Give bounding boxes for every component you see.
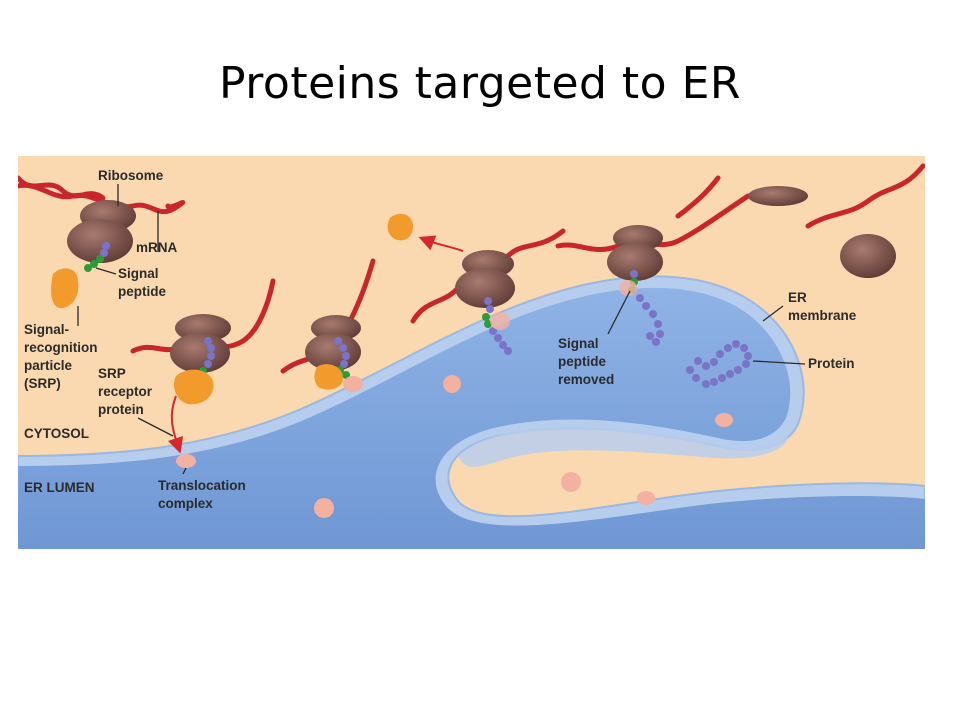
srp-receptor-icon (173, 369, 214, 405)
label-signal-removed-1: Signal (558, 336, 599, 351)
ribosome-icon-3 (305, 315, 363, 392)
polypeptide-chain-1 (84, 242, 110, 272)
ribosome-icon-4 (455, 250, 515, 355)
label-ribosome: Ribosome (98, 168, 164, 183)
label-signal-peptide-2: peptide (118, 284, 166, 299)
er-targeting-diagram: Ribosome mRNA Signal peptide Signal- rec… (18, 156, 925, 549)
srp-release-arrow (418, 235, 464, 252)
label-srp-2: recognition (24, 340, 98, 355)
ribosome-icon (67, 200, 136, 263)
label-er-lumen: ER LUMEN (24, 480, 95, 495)
srp-arrow (167, 395, 184, 454)
label-mrna: mRNA (136, 240, 178, 255)
label-signal-removed-3: removed (558, 372, 614, 387)
page-title: Proteins targeted to ER (219, 58, 741, 109)
released-srp-icon (387, 213, 414, 241)
leader-lines (77, 184, 806, 475)
free-ribosome-icon (748, 186, 896, 278)
label-signal-peptide-1: Signal (118, 266, 159, 281)
label-srp-4: (SRP) (24, 376, 61, 391)
label-translocation-2: complex (158, 496, 213, 511)
translocon-icons (314, 375, 733, 518)
label-er-membrane-2: membrane (788, 308, 857, 323)
label-er-membrane-1: ER (788, 290, 807, 305)
label-srp-receptor-3: protein (98, 402, 144, 417)
label-srp-receptor-2: receptor (98, 384, 153, 399)
ribosome-icon-5 (607, 225, 664, 346)
protein-icon (686, 340, 752, 388)
label-signal-removed-2: peptide (558, 354, 606, 369)
label-srp-1: Signal- (24, 322, 69, 337)
label-protein: Protein (808, 356, 855, 371)
label-translocation-1: Translocation (158, 478, 246, 493)
ribosome-icon-2 (170, 314, 231, 381)
srp-icon (51, 268, 79, 309)
label-srp-3: particle (24, 358, 73, 373)
label-srp-receptor-1: SRP (98, 366, 126, 381)
er-fold (458, 424, 788, 467)
translocation-complex-icon (176, 454, 196, 468)
label-cytosol: CYTOSOL (24, 426, 89, 441)
er-lumen (18, 287, 925, 549)
